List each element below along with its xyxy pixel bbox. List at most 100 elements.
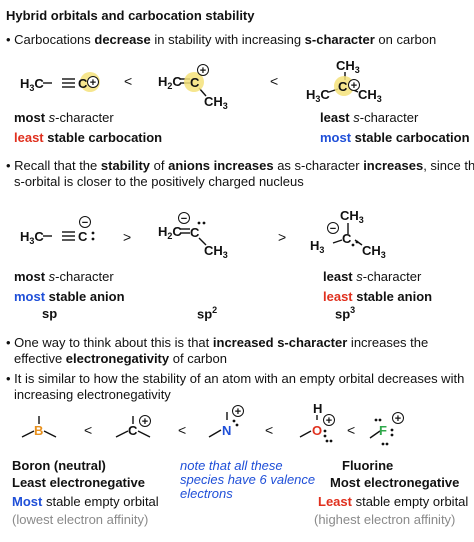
atom-label: C [190,75,200,90]
text-blue: most [14,289,46,304]
positive-charge: + [395,413,401,425]
greater-than-sign: > [123,229,131,245]
text-bold: most [14,110,49,125]
atom-h: H [310,238,319,253]
lone-pair-dot [381,442,385,446]
subscript: 3 [359,215,364,225]
lone-pair-dot [325,439,329,443]
text: -character [359,110,419,125]
text-bold: most [14,269,49,284]
label-most-s-character: most s-character [14,110,114,126]
atom-fluorine: F [379,423,387,438]
subscript: 3 [355,65,360,75]
text: on carbon [374,32,437,47]
label-least-s-character: least s-character [320,110,419,126]
bond [299,430,312,438]
positive-charge-circle [139,415,151,427]
atom-label: H3 [310,238,324,255]
text-bold: least [323,269,357,284]
text: -character [55,110,114,125]
group: CH [340,208,359,223]
label-most-stable-anion: most stable anion [14,289,125,305]
subscript: 3 [319,245,324,255]
less-than-sign: < [84,422,92,438]
less-than-sign: < [347,422,355,438]
subscript: 3 [377,94,382,104]
text: of [150,158,169,173]
text-bold: increases [363,158,424,173]
group: CH [362,243,381,258]
lone-pair-dot [232,419,236,423]
lone-pair-dot [329,439,333,443]
text-bold: electronegativity [65,351,170,366]
lone-pair-dot [378,418,382,422]
bond [332,239,343,244]
boron-structure [21,416,57,438]
atom-label: CH3 [362,243,386,260]
positive-charge-circle [348,79,360,91]
bullet-carbocation-stability: • Carbocations decrease in stability wit… [6,32,437,48]
atom-h: H [20,76,29,91]
text: stable anion [352,289,433,304]
atom-c: C [34,76,44,91]
negative-charge: − [82,217,88,229]
bond [43,430,57,438]
text-bold: stability [100,158,151,173]
highlight-circle [184,72,204,92]
label-least-stable-anion: least stable anion [323,289,433,305]
less-than-sign: < [265,422,273,438]
group: CH [204,243,223,258]
atom-c: C [172,74,182,89]
atom-label: CH3 [358,87,382,104]
anion-sp-structure [43,231,75,241]
text: • Recall that the [6,158,101,173]
negative-charge-circle [327,222,339,234]
group: CH [358,87,377,102]
highlight-circle [334,76,354,96]
text: sp [197,306,213,322]
text: -character [55,269,114,284]
text-italic: s [356,269,363,284]
text: , since the [423,158,474,173]
atom-carbon: C [128,423,138,438]
atom-h: H [306,87,315,102]
label-hybrid-sp2: sp2 [197,305,217,322]
label-least-stable-empty-orbital: Least stable empty orbital [318,494,468,510]
atom-label: H3C [306,87,330,104]
text-italic: s [48,110,56,125]
atom-label: H2C [158,224,182,241]
label-anion-least-s-character: least s-character [323,269,421,285]
text: effective [14,351,66,366]
bond [208,429,222,438]
atom-label: H3C [20,76,44,93]
label-most-stable-carbocation: most stable carbocation [320,130,470,146]
bond [198,237,207,246]
fluorine-cation-structure [369,430,381,439]
positive-charge: + [326,415,332,427]
text: stable anion [45,289,125,304]
bond [115,430,129,438]
bond [369,430,381,439]
bond [354,239,363,246]
positive-charge: + [351,80,357,92]
lone-pair-dot [374,418,378,422]
text-red: least [14,130,44,145]
lone-pair-dot [202,221,206,225]
anion-sp3-structure [332,223,363,246]
atom-nitrogen: N [222,423,231,438]
atom-label: H2C [158,74,182,91]
lone-pair-dot [235,423,239,427]
lone-pair-dot [385,442,389,446]
atom-h: H [20,229,29,244]
label-lowest-electron-affinity: (lowest electron affinity) [12,512,149,527]
text: in stability with increasing [150,32,305,47]
nitrenium-structure [208,412,228,438]
label-anion-most-s-character: most s-character [14,269,114,285]
atom-label: H3C [20,229,44,246]
group: CH [336,58,355,73]
positive-charge-circle [323,414,335,426]
superscript: 3 [350,305,356,315]
positive-charge: + [90,77,96,89]
positive-charge-circle [232,405,244,417]
